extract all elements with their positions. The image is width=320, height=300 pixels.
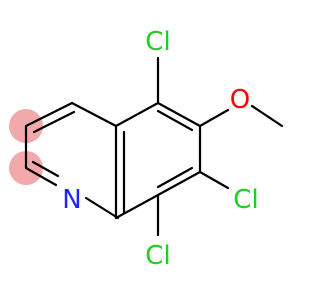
bond-c4-c4a	[70, 101, 118, 128]
atom-cl8: Cl	[145, 241, 170, 271]
atom-o6: O	[230, 85, 250, 115]
bond-c5-c6-double	[156, 109, 194, 132]
bond-o6-ch3	[250, 104, 284, 128]
bond-c7-cl7	[198, 170, 230, 190]
molecule-canvas: Cl O Cl Cl N	[9, 27, 284, 271]
atom-cl5: Cl	[145, 27, 170, 57]
atom-cl7: Cl	[233, 185, 258, 215]
bond-c4a-c5	[114, 101, 160, 128]
molecule-structure: Cl O Cl Cl N	[9, 27, 284, 271]
bond-c5-c6	[156, 101, 202, 128]
bond-c2-n1	[24, 166, 58, 187]
atom-n1: N	[62, 185, 81, 215]
bond-c8-c8a	[114, 193, 160, 220]
bond-c2-n1-double	[31, 160, 60, 178]
bond-c7-c8	[156, 170, 202, 197]
bonds	[24, 56, 284, 237]
bond-n1-c8a	[84, 196, 120, 220]
bond-c7-c8-double	[156, 166, 194, 189]
bond-c4-c3-double	[32, 110, 76, 134]
bond-c6-o6	[198, 108, 230, 128]
bond-c4-c3	[24, 101, 74, 128]
